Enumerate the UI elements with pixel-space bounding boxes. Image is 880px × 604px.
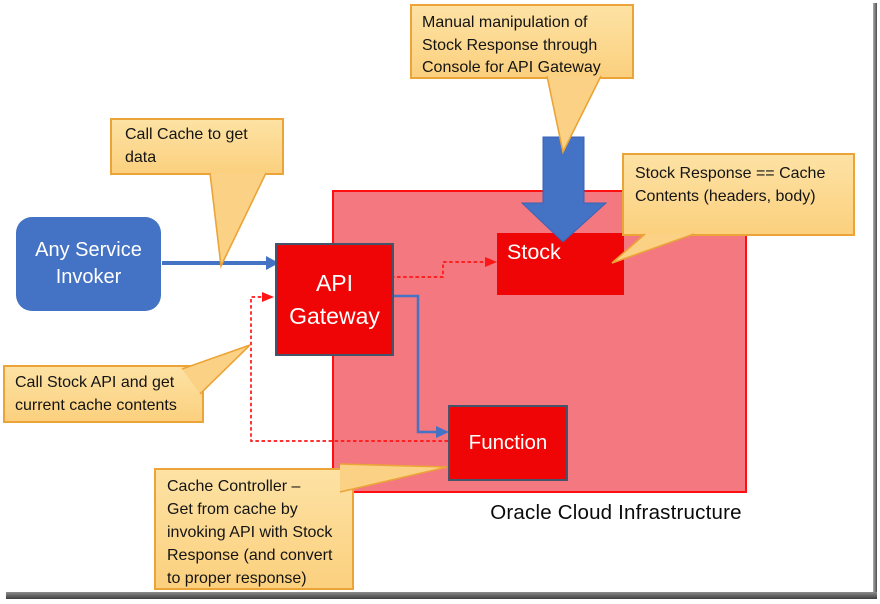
function-label: Function <box>468 431 548 454</box>
stock-label: Stock <box>507 240 561 264</box>
callout-tail-manual <box>546 75 602 155</box>
callout-stock-response-text: Stock Response == Cache Contents (header… <box>635 165 826 205</box>
any-service-invoker-node: Any Service Invoker <box>16 217 161 311</box>
callout-manual-manipulation: Manual manipulation of Stock Response th… <box>410 4 634 79</box>
callout-call-stock-api: Call Stock API and get current cache con… <box>3 365 204 423</box>
callout-tail-cache-controller <box>339 463 448 493</box>
api-gateway-node: API Gateway <box>275 243 394 356</box>
function-node: Function <box>448 405 568 481</box>
dashed-connector-gateway-to-stock <box>391 257 497 278</box>
screenshot-right-border <box>873 3 877 596</box>
callout-tail-stock-response <box>611 233 695 264</box>
screenshot-bottom-border <box>6 592 877 599</box>
connector-invoker-to-gateway <box>162 256 279 270</box>
callout-cache-controller-text: Cache Controller – Get from cache by inv… <box>167 478 333 588</box>
callout-call-cache: Call Cache to get data <box>110 118 284 175</box>
callout-stock-response: Stock Response == Cache Contents (header… <box>622 153 855 236</box>
callout-call-cache-text: Call Cache to get data <box>125 125 248 166</box>
stock-node: Stock <box>497 233 624 295</box>
callout-tail-call-cache <box>209 172 267 269</box>
oci-region-label: Oracle Cloud Infrastructure <box>490 501 742 524</box>
dashed-connector-function-to-gateway <box>250 292 448 442</box>
callout-call-stock-api-text: Call Stock API and get current cache con… <box>15 374 177 414</box>
any-service-invoker-label: Any Service Invoker <box>35 239 142 288</box>
callout-cache-controller: Cache Controller – Get from cache by inv… <box>154 468 354 590</box>
callout-tail-call-stock <box>181 344 251 395</box>
big-down-arrow <box>520 136 608 243</box>
connector-gateway-to-function <box>390 294 449 438</box>
callout-manual-text: Manual manipulation of Stock Response th… <box>422 14 601 77</box>
api-gateway-label: API Gateway <box>289 270 380 329</box>
